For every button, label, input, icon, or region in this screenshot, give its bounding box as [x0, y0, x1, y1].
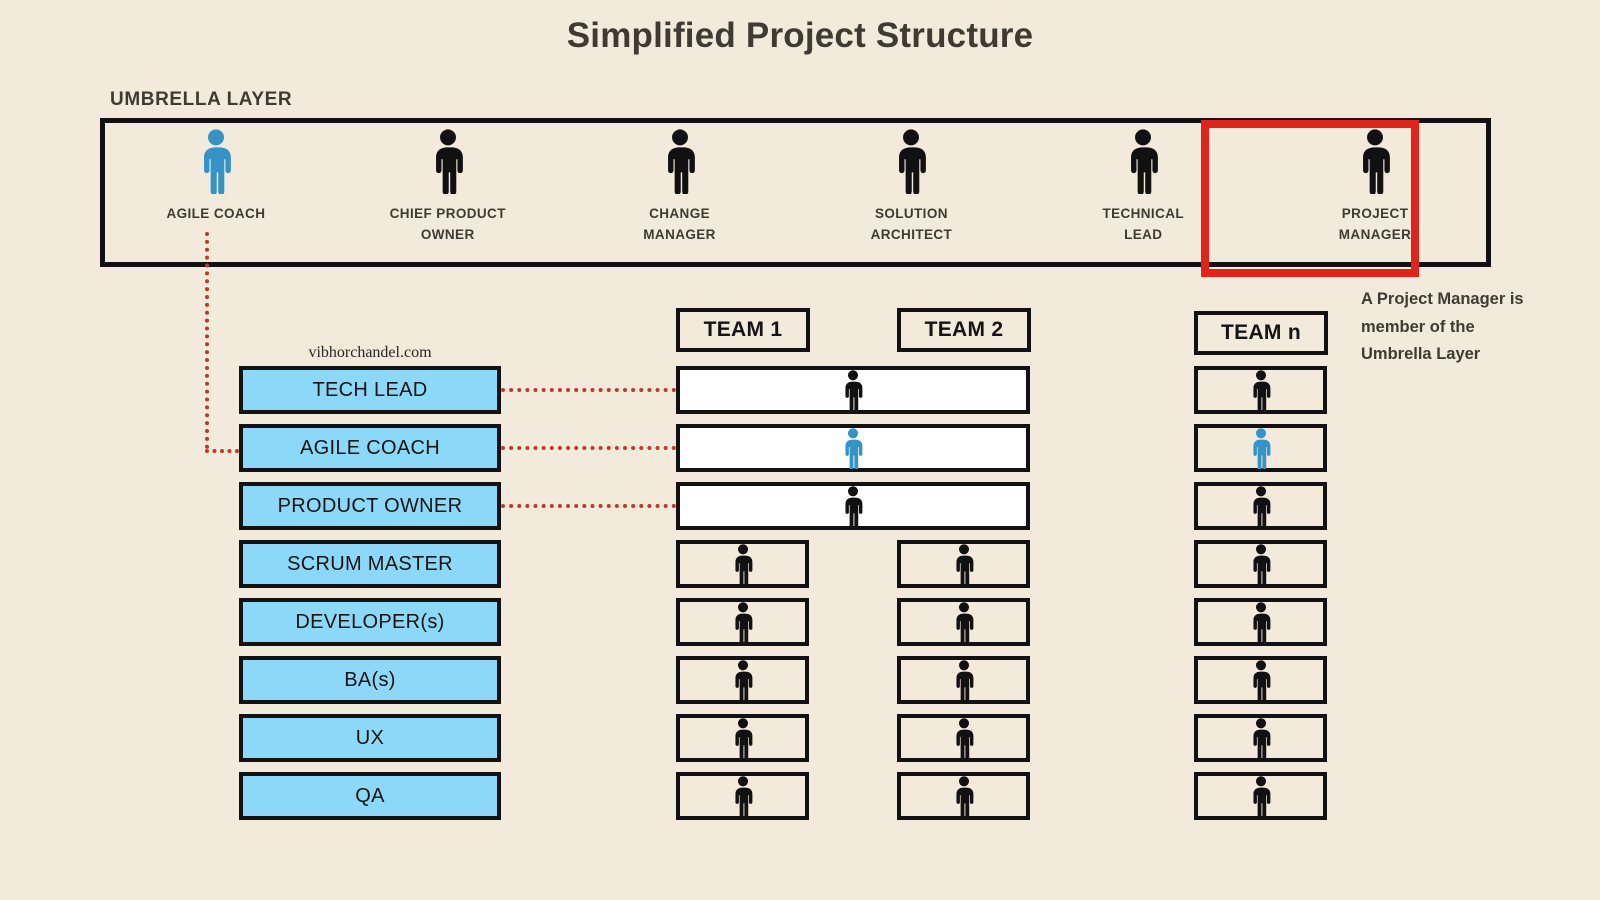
watermark: vibhorchandel.com: [308, 344, 432, 361]
team-member-cell[interactable]: [676, 540, 809, 588]
team-member-cell[interactable]: [1194, 598, 1327, 646]
person-icon: [734, 543, 752, 585]
person-icon: [1252, 427, 1270, 469]
person-icon: [845, 485, 863, 527]
person-icon: [1252, 369, 1270, 411]
connector-product-owner-to-team: [501, 504, 676, 508]
person-icon: [955, 659, 973, 701]
team-member-cell[interactable]: [676, 772, 809, 820]
role-box-qa[interactable]: QA: [239, 772, 501, 820]
team-member-cell[interactable]: [676, 714, 809, 762]
team-member-cell[interactable]: [897, 540, 1030, 588]
person-icon-black: [661, 129, 699, 194]
person-icon: [1252, 543, 1270, 585]
person-icon: [1252, 601, 1270, 643]
person-icon: [734, 717, 752, 759]
person-icon: [734, 775, 752, 817]
person-icon-black: [429, 129, 467, 194]
person-icon: [955, 717, 973, 759]
team-header-team-2[interactable]: TEAM 2: [897, 308, 1031, 352]
team-header-label: TEAM 2: [924, 318, 1004, 341]
team-member-cell[interactable]: [676, 656, 809, 704]
project-manager-note: A Project Manager is member of the Umbre…: [1361, 290, 1524, 364]
team-header-team-n[interactable]: TEAM n: [1194, 311, 1328, 355]
person-icon: [955, 543, 973, 585]
connector-agile-coach-vertical: [205, 232, 209, 449]
person-icon: [667, 129, 695, 194]
team-header-team-1[interactable]: TEAM 1: [676, 308, 810, 352]
shared-member-cell[interactable]: [676, 366, 1030, 414]
shared-member-cell[interactable]: [676, 482, 1030, 530]
team-member-cell[interactable]: [1194, 714, 1327, 762]
role-box-label: BA(s): [344, 668, 396, 691]
person-icon: [1363, 129, 1390, 194]
person-icon: [203, 129, 231, 194]
role-box-label: UX: [355, 726, 385, 749]
person-icon: [899, 129, 927, 194]
role-box-label: SCRUM MASTER: [287, 552, 453, 575]
person-icon: [955, 601, 973, 643]
role-box-label: TECH LEAD: [312, 378, 428, 401]
role-box-scrum-master[interactable]: SCRUM MASTER: [239, 540, 501, 588]
team-member-cell[interactable]: [676, 598, 809, 646]
person-icon: [1252, 659, 1270, 701]
umbrella-role-agile-coach[interactable]: AGILE COACH: [100, 118, 332, 267]
team-member-cell[interactable]: [1194, 656, 1327, 704]
team-member-cell[interactable]: [1194, 772, 1327, 820]
team-member-cell[interactable]: [897, 656, 1030, 704]
person-icon: [955, 775, 973, 817]
shared-member-cell[interactable]: [676, 424, 1030, 472]
connector-agile-coach-horizontal: [205, 449, 239, 453]
role-box-label: PRODUCT OWNER: [277, 494, 463, 517]
team-member-cell[interactable]: [897, 772, 1030, 820]
page-title: Simplified Project Structure: [566, 16, 1034, 55]
role-box-label: QA: [355, 784, 385, 807]
role-box-ba-s[interactable]: BA(s): [239, 656, 501, 704]
role-box-label: DEVELOPER(s): [295, 610, 445, 633]
person-icon-blue: [197, 129, 235, 194]
umbrella-layer-heading: UMBRELLA LAYER: [110, 89, 293, 110]
person-icon: [734, 659, 752, 701]
team-header-label: TEAM n: [1221, 321, 1301, 344]
role-box-tech-lead[interactable]: TECH LEAD: [239, 366, 501, 414]
person-icon: [435, 129, 463, 194]
team-member-cell[interactable]: [1194, 366, 1327, 414]
connector-tech-lead-to-team: [501, 388, 676, 392]
person-icon: [1252, 485, 1270, 527]
person-icon: [1131, 129, 1159, 194]
person-icon-black: [1356, 129, 1394, 194]
person-icon-black: [892, 129, 930, 194]
connector-agile-coach-to-team: [501, 446, 676, 450]
role-box-label: AGILE COACH: [300, 436, 440, 459]
role-box-ux[interactable]: UX: [239, 714, 501, 762]
umbrella-layer-box: [100, 118, 1491, 267]
person-icon: [1252, 717, 1270, 759]
person-icon: [1252, 775, 1270, 817]
umbrella-role-label: AGILE COACH: [166, 206, 266, 221]
team-member-cell[interactable]: [897, 714, 1030, 762]
role-box-developer-s[interactable]: DEVELOPER(s): [239, 598, 501, 646]
person-icon: [845, 369, 863, 411]
role-box-agile-coach[interactable]: AGILE COACH: [239, 424, 501, 472]
team-member-cell[interactable]: [1194, 424, 1327, 472]
person-icon: [845, 427, 863, 469]
team-header-label: TEAM 1: [703, 318, 783, 341]
person-icon: [734, 601, 752, 643]
team-member-cell[interactable]: [897, 598, 1030, 646]
team-member-cell[interactable]: [1194, 540, 1327, 588]
team-member-cell[interactable]: [1194, 482, 1327, 530]
role-box-product-owner[interactable]: PRODUCT OWNER: [239, 482, 501, 530]
person-icon-black: [1124, 129, 1162, 194]
